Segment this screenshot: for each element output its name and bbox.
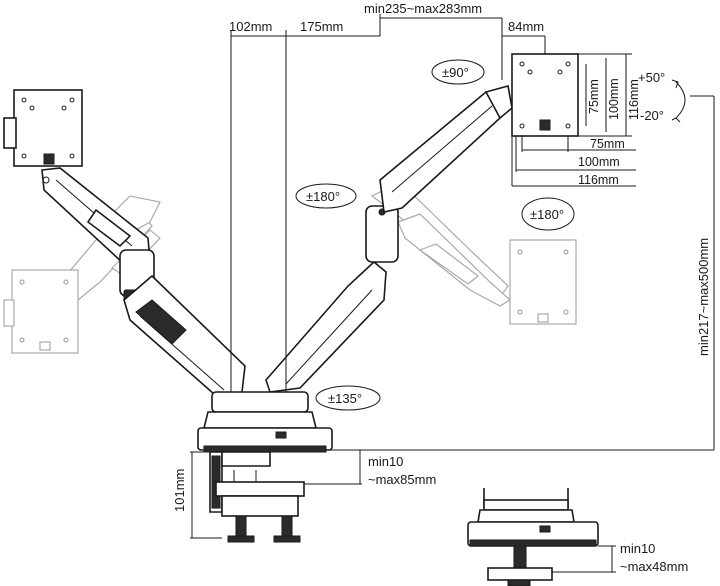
grommet-mount	[467, 488, 599, 586]
rotation-arrows	[295, 59, 686, 411]
tilt-up-label: +50°	[638, 70, 665, 85]
swivel-arm-label: ±180°	[306, 189, 340, 204]
arm-mid-length-label: 175mm	[300, 19, 343, 34]
arm-top-length-label: 102mm	[229, 19, 272, 34]
clamp-range-min-label: min10	[368, 454, 403, 469]
vesa-width-100-label: 100mm	[578, 155, 620, 169]
clamp-height-label: 101mm	[172, 469, 187, 512]
labels: 102mm 175mm min235~max283mm 84mm 75mm 10…	[172, 1, 711, 574]
grommet-range-max-label: ~max48mm	[620, 559, 688, 574]
swivel-base-label: ±135°	[328, 391, 362, 406]
vesa-width-116-label: 116mm	[578, 173, 619, 187]
reach-range-label: min235~max283mm	[364, 1, 482, 16]
head-width-label: 84mm	[508, 19, 544, 34]
dimension-lines	[190, 14, 715, 573]
base-hub	[202, 391, 318, 429]
ghost-right-monitor	[509, 239, 577, 325]
right-monitor-plate	[511, 53, 579, 137]
vesa-height-75-label: 75mm	[587, 79, 601, 114]
tilt-down-label: -20°	[640, 108, 664, 123]
grommet-range-min-label: min10	[620, 541, 655, 556]
left-arm	[41, 167, 246, 395]
center-poles	[230, 30, 287, 408]
swivel-head-label: ±180°	[530, 207, 564, 222]
height-range-label: min217~max500mm	[696, 238, 711, 356]
desk-clamp	[197, 427, 333, 543]
rotate-screen-label: ±90°	[442, 65, 469, 80]
ghost-right-arm	[370, 181, 512, 307]
clamp-range-max-label: ~max85mm	[368, 472, 436, 487]
right-arm	[265, 84, 513, 393]
ghost-left-monitor	[3, 269, 79, 354]
left-monitor-plate	[3, 89, 83, 167]
vesa-height-116-label: 116mm	[627, 79, 641, 120]
vesa-height-100-label: 100mm	[607, 78, 621, 120]
vesa-width-75-label: 75mm	[590, 137, 625, 151]
